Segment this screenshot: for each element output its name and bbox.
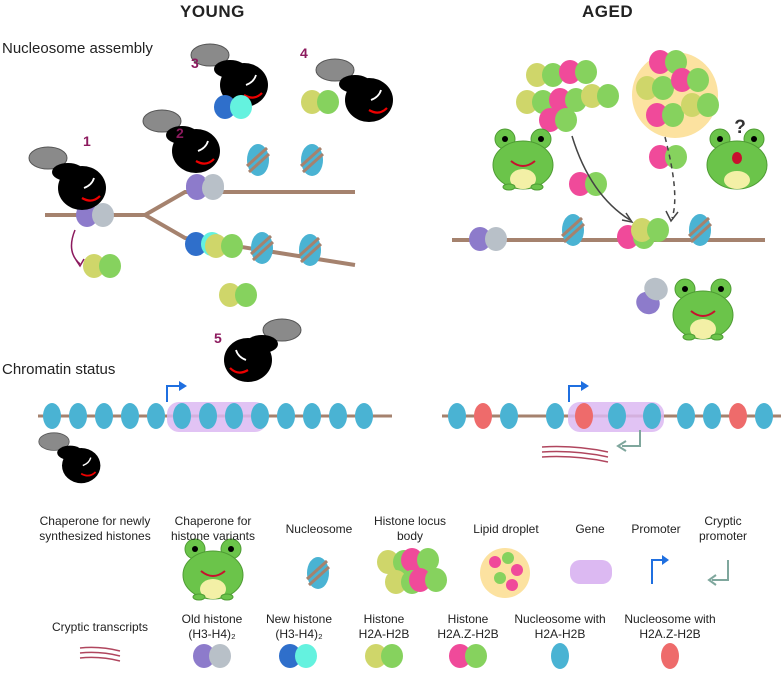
chaperone-4-cargo-icon — [301, 90, 339, 114]
chaperone-number-4: 4 — [300, 45, 308, 61]
aged-old-histone-icon — [469, 227, 507, 251]
aged-cryptic-transcripts-icon — [541, 445, 609, 463]
eviction-arrow — [70, 229, 81, 265]
chaperone-number-5: 5 — [214, 330, 222, 346]
legend-h2az-h2b-icon — [449, 644, 487, 668]
aged-frog-confused-icon — [706, 128, 768, 190]
young-header: YOUNG — [180, 2, 245, 21]
legend-label-lipid-droplet: Lipid droplet — [473, 522, 539, 536]
chaperone-5-tadpole-icon — [222, 317, 303, 384]
chaperone-number-3: 3 — [191, 55, 199, 71]
legend-histone-locus-body-icon — [377, 548, 447, 594]
legend-nucleosome-h2a-icon — [551, 643, 569, 669]
legend-label-new-histone: New histone(H3-H4)₂ — [265, 612, 333, 641]
solid-arrow — [571, 135, 631, 221]
chaperone-number-1: 1 — [83, 133, 91, 149]
legend-label-promoter: Promoter — [631, 522, 681, 536]
aged-header: AGED — [582, 2, 634, 21]
chaperone-5-cargo-icon — [219, 283, 257, 307]
aged-cryptic-promoter-icon — [622, 430, 641, 447]
h2a-h2b-pair-icon — [83, 254, 121, 278]
chromatin-status-title: Chromatin status — [2, 361, 116, 378]
aged-frog-happy-icon — [492, 128, 554, 191]
legend-new-histone-icon — [279, 644, 317, 668]
legend-frog-icon — [182, 538, 244, 601]
legend-label-cryptic-transcripts: Cryptic transcripts — [51, 620, 149, 634]
legend-tadpole-icon — [37, 431, 102, 485]
legend-nucleosome-h2az-icon — [661, 643, 679, 669]
young-promoter-arrow-icon — [166, 385, 182, 402]
aged-frog-bottom-icon — [672, 278, 734, 341]
young-lower-strand — [185, 230, 323, 268]
histone-locus-body-icon — [516, 60, 619, 132]
aged-promoter-arrow-icon — [568, 385, 584, 402]
legend-promoter-icon — [651, 559, 664, 584]
legend-label-old-histone: Old histone(H3-H4)₂ — [181, 612, 243, 641]
aged-old-histone-evicted — [632, 273, 672, 319]
aged-nucleosome-2 — [687, 212, 713, 248]
chaperone-number-2: 2 — [176, 125, 184, 141]
legend-nucleosome-icon — [305, 555, 331, 591]
nucleosome-assembly-title: Nucleosome assembly — [2, 40, 153, 57]
legend-lipid-droplet-histones — [489, 552, 523, 591]
legend-cryptic-transcripts-icon — [79, 646, 121, 662]
dashed-arrow — [664, 136, 676, 219]
young-gene-icon — [167, 402, 267, 432]
legend-old-histone-icon — [193, 644, 231, 668]
legend-cryptic-promoter-icon — [712, 560, 729, 581]
aged-nucleosome-1 — [560, 212, 586, 248]
legend-label-nucleosome: Nucleosome — [285, 522, 353, 536]
legend-h2a-h2b-icon — [365, 644, 403, 668]
chaperone-1-tadpole-icon — [27, 145, 108, 212]
legend-label-gene: Gene — [575, 522, 605, 536]
legend-gene-icon — [570, 560, 612, 584]
question-mark: ? — [734, 117, 746, 138]
chaperone-2-tadpole-icon — [141, 108, 222, 175]
